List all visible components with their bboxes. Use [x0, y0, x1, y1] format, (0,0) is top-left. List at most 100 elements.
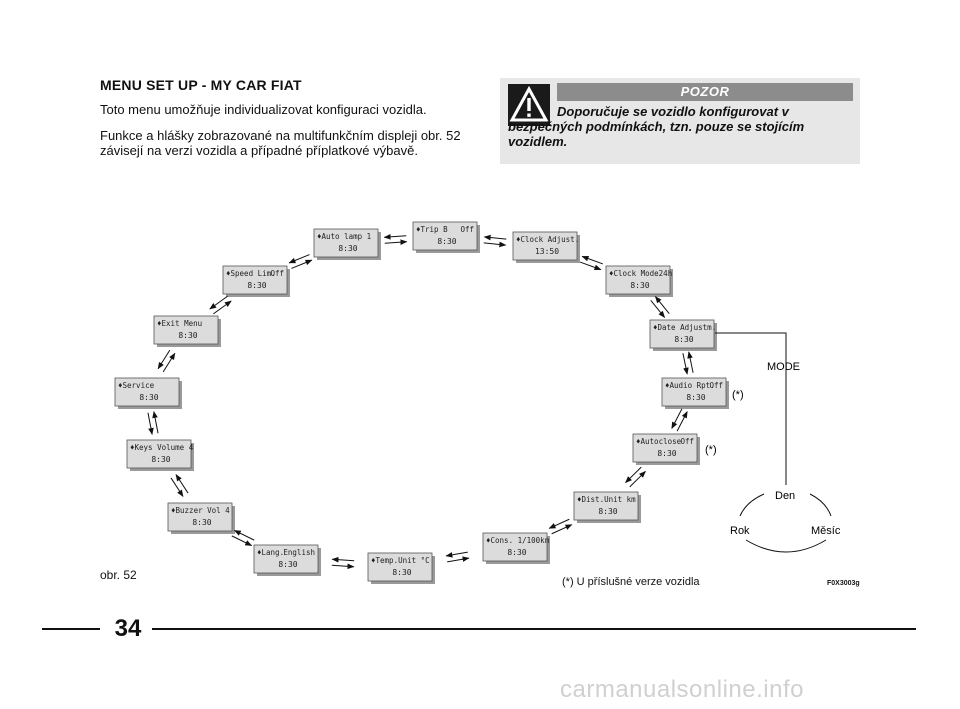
den-mesic-arc [809, 493, 832, 517]
warning-heading: POZOR [557, 83, 853, 101]
lcd-time: 8:30 [507, 548, 526, 557]
lcd-time: 8:30 [192, 518, 211, 527]
lcd-line1: ♦Speed Lim. [226, 269, 276, 278]
lcd-time: 8:30 [630, 281, 649, 290]
lcd-body [313, 228, 379, 258]
lcd-body [153, 315, 219, 345]
lcd-line1: ♦Exit Menu [157, 319, 202, 328]
nav-arrow [147, 412, 154, 436]
asterisk-autoclose: (*) [705, 444, 717, 456]
nav-arrow [213, 300, 232, 315]
lcd-time: 8:30 [178, 331, 197, 340]
den-label: Den [775, 490, 795, 502]
lcd-body [573, 491, 639, 521]
lcd-line1: ♦Trip B [416, 225, 448, 234]
nav-arrow [650, 300, 666, 318]
nav-arrow [231, 535, 253, 546]
lcd-screen-trip-b: ♦Trip B Off 8:30 [412, 221, 480, 253]
lcd-time: 8:30 [338, 244, 357, 253]
page-rule-right [152, 628, 916, 630]
lcd-body [114, 377, 180, 407]
lcd-screen-exit-menu: ♦Exit Menu 8:30 [153, 315, 221, 347]
section-title: MENU SET UP - MY CAR FIAT [100, 77, 302, 93]
nav-arrow [579, 261, 602, 271]
den-rok-arc [739, 493, 765, 517]
nav-arrow [483, 241, 507, 248]
nav-arrow [170, 477, 184, 497]
lcd-body [167, 502, 233, 532]
nav-arrow [331, 563, 355, 570]
lcd-screen-clock-adjust: ♦Clock Adjust. 13:50 [512, 231, 580, 263]
lcd-time: 8:30 [392, 568, 411, 577]
nav-arrow [671, 408, 683, 430]
lcd-time: 8:30 [139, 393, 158, 402]
nav-arrow [288, 254, 310, 264]
lcd-time: 8:30 [278, 560, 297, 569]
nav-arrow [687, 351, 694, 373]
nav-arrow [483, 234, 507, 241]
nav-arrow [629, 470, 646, 488]
lcd-value: Off [460, 225, 474, 234]
lcd-line1: ♦Clock Mode24h [609, 269, 672, 278]
nav-arrow [551, 524, 573, 535]
lcd-value: Off [680, 437, 694, 446]
lcd-time: 8:30 [674, 335, 693, 344]
lcd-screen-dist-unit: ♦Dist.Unit km8:30 [573, 491, 641, 523]
lcd-time: 13:50 [535, 247, 559, 256]
lcd-line1: ♦Keys Volume 4 [130, 443, 194, 452]
lcd-screen-auto-lamp: ♦Auto lamp 1 8:30 [313, 228, 381, 260]
intro-paragraph: Toto menu umožňuje individualizovat konf… [100, 102, 427, 117]
nav-arrow [548, 518, 570, 529]
lcd-time: 8:30 [657, 449, 676, 458]
lcd-line1: ♦Auto lamp 1 [317, 232, 371, 241]
lcd-screen-keys-volume: ♦Keys Volume 48:30 [126, 439, 194, 471]
nav-arrow [654, 296, 670, 314]
nav-arrow [447, 556, 470, 563]
lcd-body [512, 231, 578, 261]
page-rule-left [42, 628, 100, 630]
lcd-screen-temp-unit: ♦Temp.Unit °C 8:30 [367, 552, 435, 584]
nav-arrow [625, 466, 642, 484]
lcd-screen-clock-mode: ♦Clock Mode24h 8:30 [605, 265, 673, 297]
lcd-line1: ♦Audio Rpt. [665, 381, 715, 390]
mesic-label: Měsíc [811, 525, 841, 537]
nav-arrow [331, 556, 355, 563]
lcd-line1: ♦Dist.Unit km [577, 495, 636, 504]
lcd-body [661, 377, 727, 407]
lcd-body [412, 221, 478, 251]
lcd-line1: ♦Clock Adjust. [516, 235, 579, 244]
nav-arrow [291, 259, 313, 269]
nav-arrow [682, 353, 689, 375]
lcd-body [126, 439, 192, 469]
lcd-time: 8:30 [437, 237, 456, 246]
lcd-body [632, 433, 698, 463]
lcd-value: Off [709, 381, 723, 390]
lcd-line1: ♦Date Adjustm. [653, 323, 716, 332]
lcd-body [605, 265, 671, 295]
lcd-line1: ♦Cons. 1/100km [486, 536, 550, 545]
lcd-body [649, 319, 715, 349]
figure-label: obr. 52 [100, 568, 137, 582]
nav-arrow [209, 295, 228, 310]
lcd-line1: ♦Temp.Unit °C [371, 556, 430, 565]
lcd-body [253, 544, 319, 574]
lcd-screen-buzzer: ♦Buzzer Vol 48:30 [167, 502, 235, 534]
lcd-screen-speed-lim: ♦Speed Lim.Off 8:30 [222, 265, 290, 297]
nav-arrow [233, 530, 255, 541]
nav-arrow [384, 239, 408, 245]
description-paragraph: Funkce a hlášky zobrazované na multifunk… [100, 128, 461, 158]
lcd-value: Off [270, 269, 284, 278]
nav-arrow [445, 551, 468, 558]
lcd-value: English [283, 548, 315, 557]
lcd-time: 8:30 [247, 281, 266, 290]
nav-arrow [581, 255, 604, 265]
warning-text: Doporučuje se vozidlo konfigurovat v bez… [508, 104, 805, 149]
mode-connector-line [715, 332, 787, 485]
nav-arrow [162, 352, 176, 373]
lcd-screen-cons: ♦Cons. 1/100km 8:30 [482, 532, 550, 564]
